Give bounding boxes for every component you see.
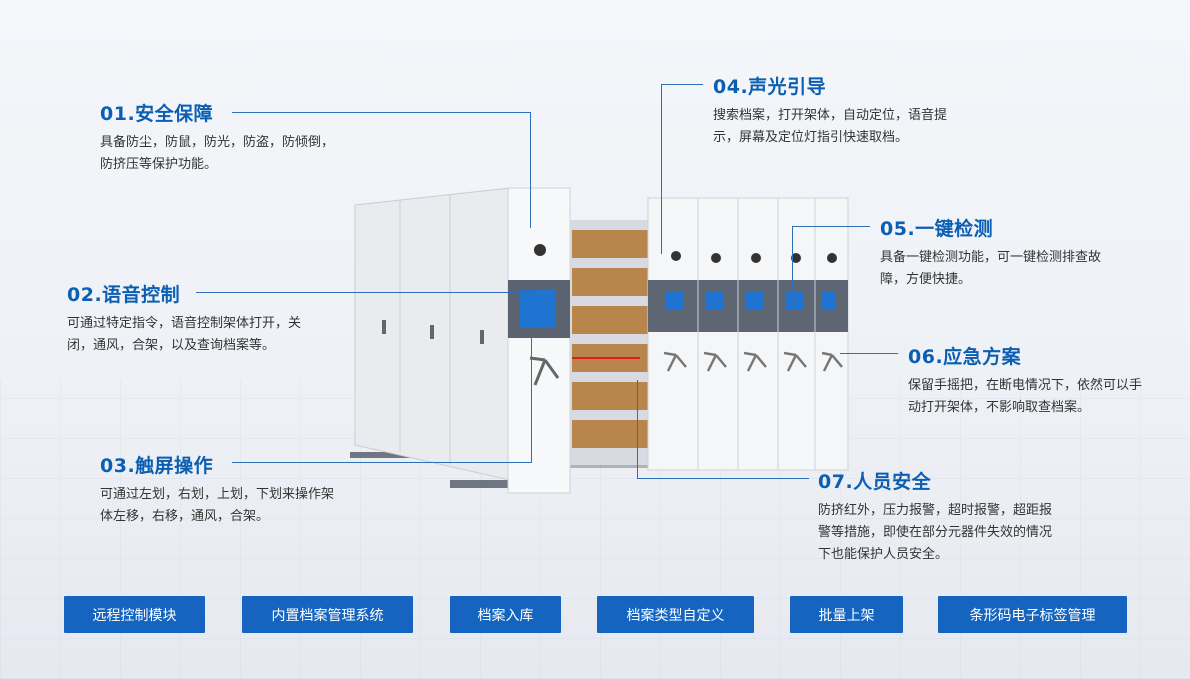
- feature-description: 具备一键检测功能，可一键检测排查故障，方便快捷。: [880, 250, 1102, 287]
- feature-title: 06.应急方案: [908, 346, 1022, 368]
- feature-description: 可通过特定指令，语音控制架体打开，关闭，通风，合架，以及查询档案等。: [67, 316, 302, 353]
- archive-storage-button[interactable]: 档案入库: [450, 596, 561, 633]
- connector-line-06-h: [840, 353, 898, 354]
- feature-description: 具备防尘，防鼠，防光，防盗，防倾倒，防挤压等保护功能。: [100, 135, 335, 172]
- feature-description: 保留手摇把，在断电情况下，依然可以手动打开架体，不影响取查档案。: [908, 378, 1143, 415]
- connector-line-01-v: [530, 112, 531, 228]
- connector-line-04-v: [661, 84, 662, 254]
- feature-title: 03.触屏操作: [100, 455, 214, 477]
- connector-line-01-h: [232, 112, 530, 113]
- connector-line-07-h: [637, 478, 809, 479]
- feature-description: 防挤红外，压力报警，超时报警，超距报警等措施，即使在部分元器件失效的情况下也能保…: [818, 503, 1053, 562]
- feature-sound-light-guide: 04.声光引导 搜索档案，打开架体，自动定位，语音提示，屏幕及定位灯指引快速取档…: [713, 72, 953, 149]
- feature-description: 搜索档案，打开架体，自动定位，语音提示，屏幕及定位灯指引快速取档。: [713, 108, 948, 145]
- remote-control-module-button[interactable]: 远程控制模块: [64, 596, 205, 633]
- barcode-rfid-management-button[interactable]: 条形码电子标签管理: [938, 596, 1127, 633]
- feature-title: 04.声光引导: [713, 76, 827, 98]
- feature-title: 02.语音控制: [67, 284, 181, 306]
- feature-one-key-check: 05.一键检测 具备一键检测功能，可一键检测排查故障，方便快捷。: [880, 214, 1120, 291]
- archive-management-system-button[interactable]: 内置档案管理系统: [242, 596, 413, 633]
- connector-line-04-h: [661, 84, 703, 85]
- connector-line-03-v: [531, 338, 532, 463]
- custom-archive-type-button[interactable]: 档案类型自定义: [597, 596, 754, 633]
- feature-security: 01.安全保障 具备防尘，防鼠，防光，防盗，防倾倒，防挤压等保护功能。: [100, 99, 340, 176]
- connector-line-02-h: [196, 292, 536, 293]
- connector-line-03-h: [232, 462, 532, 463]
- connector-line-05-h: [792, 226, 870, 227]
- smart-mobile-shelving-illustration: [350, 187, 849, 494]
- feature-title: 05.一键检测: [880, 218, 994, 240]
- feature-touchscreen: 03.触屏操作 可通过左划，右划，上划，下划来操作架体左移，右移，通风，合架。: [100, 451, 345, 528]
- feature-title: 01.安全保障: [100, 103, 214, 125]
- feature-title: 07.人员安全: [818, 471, 932, 493]
- connector-line-05-v: [792, 226, 793, 302]
- feature-voice-control: 02.语音控制 可通过特定指令，语音控制架体打开，关闭，通风，合架，以及查询档案…: [67, 280, 312, 357]
- feature-description: 可通过左划，右划，上划，下划来操作架体左移，右移，通风，合架。: [100, 487, 335, 524]
- connector-line-07-v: [637, 380, 638, 478]
- feature-emergency-plan: 06.应急方案 保留手摇把，在断电情况下，依然可以手动打开架体，不影响取查档案。: [908, 342, 1148, 419]
- batch-shelving-button[interactable]: 批量上架: [790, 596, 903, 633]
- feature-personnel-safety: 07.人员安全 防挤红外，压力报警，超时报警，超距报警等措施，即使在部分元器件失…: [818, 467, 1058, 566]
